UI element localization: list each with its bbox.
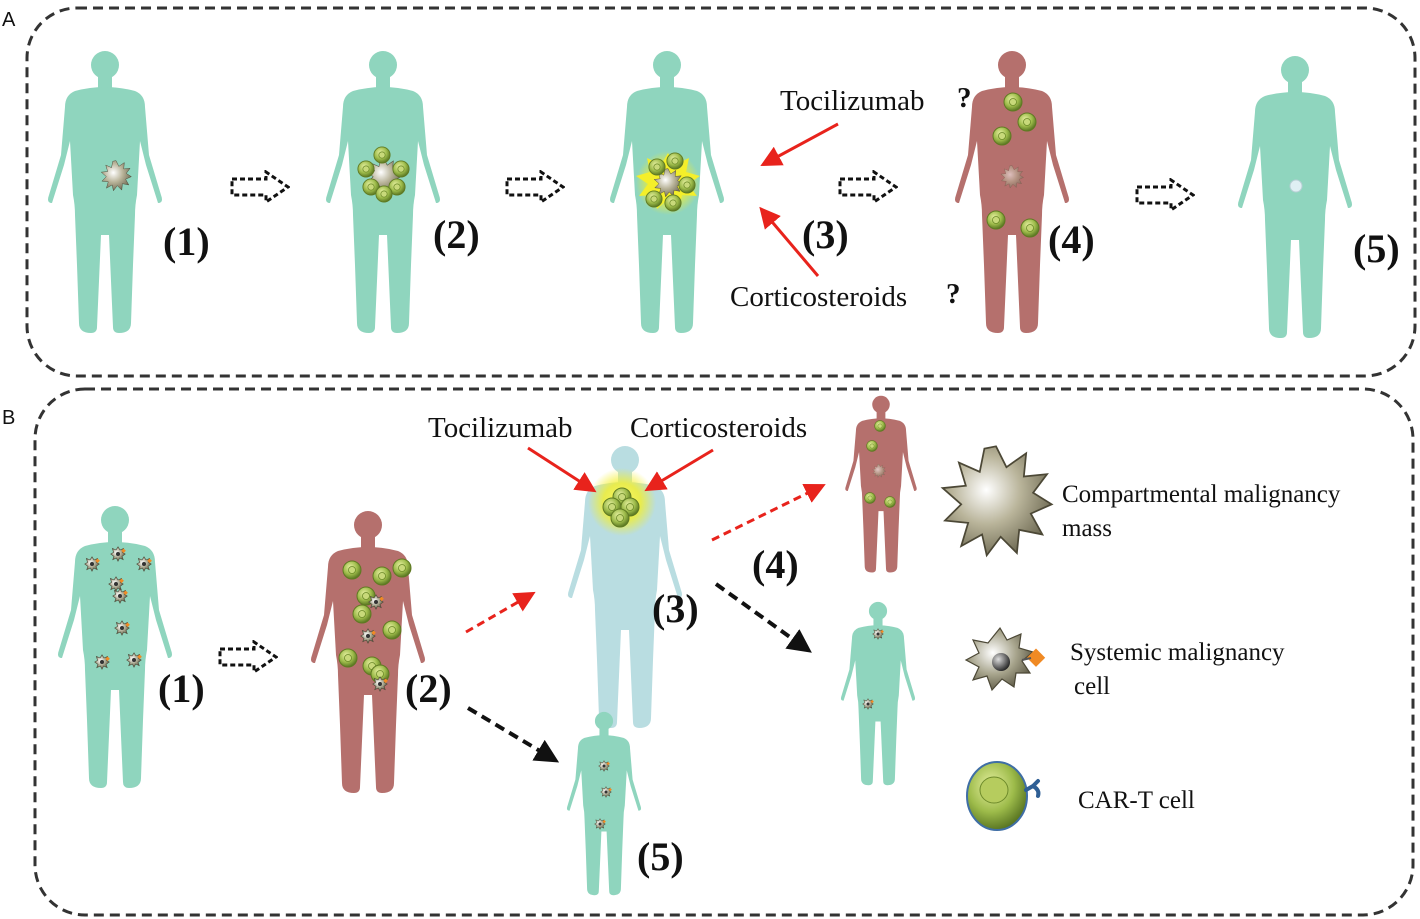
panel-b-step-3: (3) bbox=[652, 586, 699, 631]
panel-a-step-4: (4) bbox=[1048, 217, 1095, 262]
panel-b-step-4: (4) bbox=[752, 542, 799, 587]
legend-cart: CAR-T cell bbox=[1078, 787, 1195, 814]
panel-b-label: B bbox=[2, 407, 15, 429]
progress-arrow-icon bbox=[218, 640, 278, 674]
svg-text:Corticosteroids: Corticosteroids bbox=[730, 281, 907, 313]
healthy-body-icon bbox=[48, 51, 162, 333]
panel-a-label: A bbox=[2, 9, 16, 31]
legend-mass-line2: mass bbox=[1062, 515, 1112, 542]
compartmental-malignancy-icon bbox=[941, 445, 1053, 557]
progress-arrow-icon bbox=[230, 170, 290, 204]
black-dashed-arrow bbox=[466, 706, 560, 763]
svg-text:?: ? bbox=[957, 82, 972, 114]
black-dashed-arrow bbox=[714, 582, 812, 653]
svg-text:Tocilizumab: Tocilizumab bbox=[780, 85, 925, 117]
systemic-malignancy-icon bbox=[964, 626, 1046, 692]
red-arrow bbox=[759, 206, 820, 277]
panel-a-step-3: (3) bbox=[802, 212, 849, 257]
progress-arrow-icon bbox=[1135, 178, 1195, 212]
corticosteroids-label: Corticosteroids bbox=[630, 412, 807, 444]
red-arrow bbox=[760, 122, 839, 166]
tocilizumab-label: Tocilizumab bbox=[428, 412, 573, 444]
red-dashed-arrow bbox=[465, 591, 536, 634]
panel-a: (1) (2) (3) Tocilizumab bbox=[48, 51, 1400, 338]
residual-cell bbox=[1289, 179, 1303, 193]
legend-systemic-line1: Systemic malignancy bbox=[1070, 639, 1285, 666]
panel-b-step-5: (5) bbox=[637, 834, 684, 879]
progress-arrow-icon bbox=[838, 170, 898, 204]
progress-arrow-icon bbox=[505, 170, 565, 204]
healthy-body-icon bbox=[58, 506, 172, 788]
red-arrow bbox=[527, 446, 597, 493]
panel-a-step-1: (1) bbox=[163, 219, 210, 264]
inflamed-body-icon bbox=[311, 511, 425, 793]
panel-a-step-2: (2) bbox=[433, 212, 480, 257]
car-t-cell-icon bbox=[966, 761, 1041, 831]
panel-b-step-2: (2) bbox=[405, 666, 452, 711]
legend-mass-line1: Compartmental malignancy bbox=[1062, 481, 1341, 508]
panel-b-frame bbox=[33, 387, 1415, 917]
healthy-body-icon bbox=[566, 711, 642, 896]
tocilizumab-label: Tocilizumab ? bbox=[780, 82, 972, 117]
panel-a-step-5: (5) bbox=[1353, 226, 1400, 271]
panel-a-frame bbox=[25, 6, 1417, 378]
red-arrow bbox=[644, 448, 714, 492]
legend-systemic-line2: cell bbox=[1074, 673, 1110, 700]
panel-b-step-1: (1) bbox=[158, 666, 205, 711]
legend: Compartmental malignancy mass Systemic m… bbox=[941, 445, 1341, 831]
panel-b: (1) (2) (3) bbox=[58, 395, 1341, 896]
svg-text:?: ? bbox=[946, 278, 961, 310]
healthy-body-icon bbox=[1238, 56, 1352, 338]
red-dashed-arrow bbox=[711, 483, 826, 542]
corticosteroids-label: Corticosteroids ? bbox=[730, 278, 961, 313]
